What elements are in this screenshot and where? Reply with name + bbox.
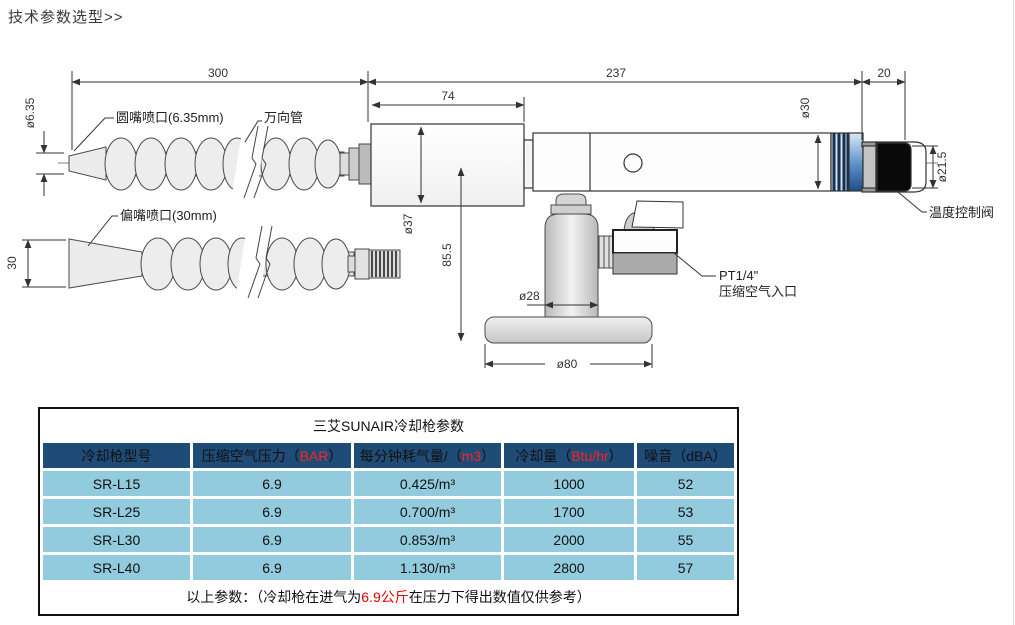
cell-noise: 52 — [637, 471, 734, 496]
header-air-consumption: 每分钟耗气量/（m3） — [354, 443, 501, 468]
flat-nozzle-label: 偏嘴喷口(30mm) — [120, 208, 217, 223]
stand-base — [484, 316, 653, 344]
dim-300: 300 — [208, 66, 228, 80]
cell-model: SR-L40 — [43, 555, 190, 580]
dim-knob: ø21.5 — [935, 151, 949, 182]
dim-base: ø80 — [557, 357, 578, 371]
cell-model: SR-L30 — [43, 527, 190, 552]
air-inlet-size-label: PT1/4" — [719, 268, 759, 283]
top-hose — [68, 125, 373, 200]
page-title: 技术参数选型>> — [8, 9, 124, 26]
cell-pressure: 6.9 — [193, 499, 351, 524]
dimension-lines — [22, 71, 938, 368]
cell-noise: 53 — [637, 499, 734, 524]
magnetic-stand — [484, 193, 684, 344]
bottom-hose — [68, 225, 401, 300]
table-title: 三艾SUNAIR冷却枪参数 — [43, 412, 734, 440]
blue-collar — [848, 132, 864, 192]
cell-cooling: 1000 — [504, 471, 634, 496]
dim-74: 74 — [441, 89, 455, 103]
inlet-flap — [631, 200, 684, 229]
callout-labels: 圆嘴喷口(6.35mm) 万向管 偏嘴喷口(30mm) 温度控制阀 PT1/4"… — [116, 110, 994, 299]
cell-model: SR-L15 — [43, 471, 190, 496]
cell-cooling: 2000 — [504, 527, 634, 552]
gun-body — [370, 123, 927, 207]
inlet-port — [612, 229, 678, 254]
table-row: SR-L15 6.9 0.425/m³ 1000 52 — [43, 471, 734, 496]
cell-air: 1.130/m³ — [354, 555, 501, 580]
temp-valve-knob — [876, 142, 912, 192]
cell-cooling: 1700 — [504, 499, 634, 524]
cell-cooling: 2800 — [504, 555, 634, 580]
thread-lines — [371, 251, 397, 277]
header-model: 冷却枪型号 — [43, 443, 190, 468]
universal-hose-label: 万向管 — [264, 110, 303, 125]
dim-20: 20 — [877, 66, 891, 80]
cell-noise: 55 — [637, 527, 734, 552]
cell-model: SR-L25 — [43, 499, 190, 524]
body-hole — [623, 153, 643, 173]
table-footer-note: 以上参数：（冷却枪在进气为6.9公斤在压力下得出数值仅供参考） — [43, 583, 734, 611]
cell-air: 0.425/m³ — [354, 471, 501, 496]
table-row: SR-L30 6.9 0.853/m³ 2000 55 — [43, 527, 734, 552]
temp-valve-label: 温度控制阀 — [929, 205, 994, 220]
spec-table: 三艾SUNAIR冷却枪参数 冷却枪型号 压缩空气压力（BAR） 每分钟耗气量/（… — [38, 407, 739, 616]
cell-air: 0.700/m³ — [354, 499, 501, 524]
dim-flat: 30 — [5, 256, 19, 270]
table-header-row: 冷却枪型号 压缩空气压力（BAR） 每分钟耗气量/（m3） 冷却量（Btu/hr… — [43, 443, 734, 468]
dim-stand: 85.5 — [440, 243, 454, 267]
dim-237: 237 — [606, 66, 626, 80]
header-cooling-capacity: 冷却量（Btu/hr） — [504, 443, 634, 468]
round-nozzle-label: 圆嘴喷口(6.35mm) — [116, 110, 224, 125]
cell-pressure: 6.9 — [193, 471, 351, 496]
cell-pressure: 6.9 — [193, 527, 351, 552]
cell-air: 0.853/m³ — [354, 527, 501, 552]
dim-column: ø28 — [519, 289, 540, 303]
page-right-border — [1013, 0, 1014, 625]
header-pressure: 压缩空气压力（BAR） — [193, 443, 351, 468]
header-noise: 噪音（dBA） — [637, 443, 734, 468]
dim-tip: ø6.35 — [23, 97, 37, 128]
air-inlet-label: 压缩空气入口 — [719, 284, 797, 299]
table-row: SR-L40 6.9 1.130/m³ 2800 57 — [43, 555, 734, 580]
dim-tube: ø30 — [798, 97, 812, 118]
cell-pressure: 6.9 — [193, 555, 351, 580]
dim-barrel: ø37 — [401, 213, 415, 234]
cell-noise: 57 — [637, 555, 734, 580]
technical-drawing: 300 237 20 74 ø6.35 30 ø37 ø30 ø21.5 85.… — [5, 66, 994, 371]
dimension-labels: 300 237 20 74 ø6.35 30 ø37 ø30 ø21.5 85.… — [5, 66, 949, 371]
table-row: SR-L25 6.9 0.700/m³ 1700 53 — [43, 499, 734, 524]
stand-column — [544, 213, 599, 318]
